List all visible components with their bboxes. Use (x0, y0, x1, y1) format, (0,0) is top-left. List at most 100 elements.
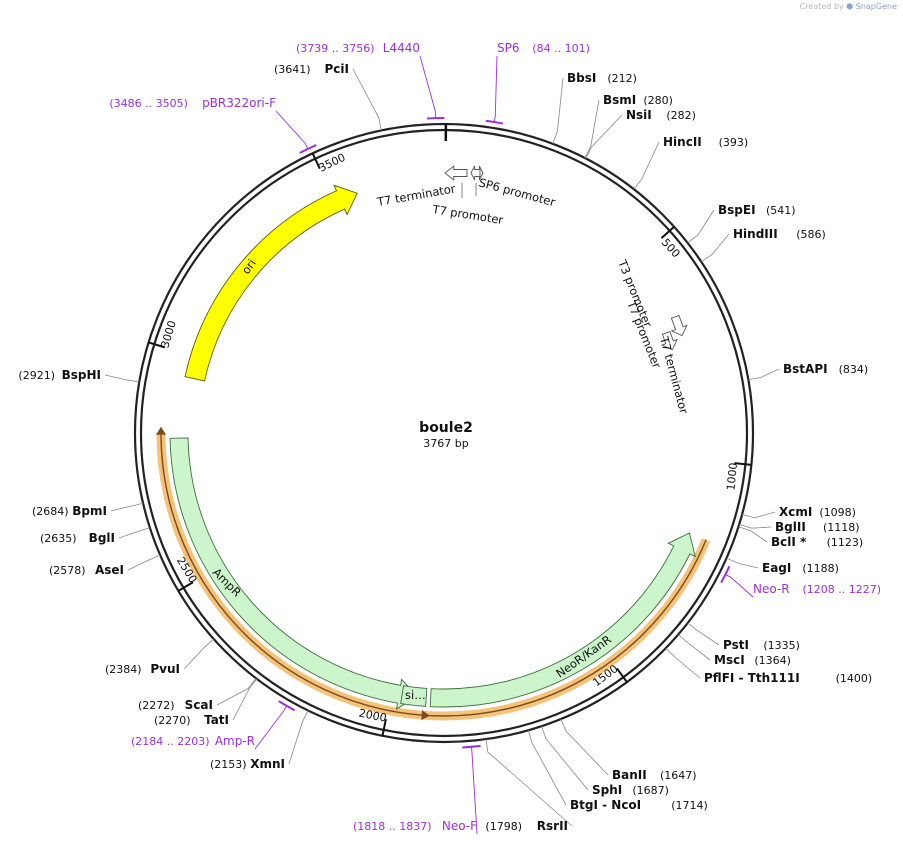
enzyme-xmni-name[interactable]: XmnI (250, 757, 285, 771)
enzyme-pflfi-tth111i-position: (1400) (836, 672, 873, 685)
primer-neo-f-name[interactable]: Neo-F (442, 819, 477, 833)
enzyme-psti-position: (1335) (763, 639, 800, 652)
enzyme-rsrii-position: (1798) (485, 820, 522, 833)
backbone-outer-ring (133, 122, 755, 744)
enzyme-bstapi-name[interactable]: BstAPI (783, 362, 828, 376)
tick-label-500: 500 (659, 236, 683, 260)
ampr-orf-arrow-icon (156, 426, 167, 435)
enzyme-btgi-ncoi-leader (528, 730, 567, 806)
t7-terminator-right-icon (660, 330, 678, 351)
enzyme-bsphi-leader (104, 374, 140, 383)
enzyme-hincii-leader (633, 141, 660, 190)
enzyme-bpmi-leader (110, 502, 144, 512)
enzyme-sphi-name[interactable]: SphI (592, 783, 622, 797)
credit-brand: SnapGene (855, 2, 897, 11)
enzyme-btgi-ncoi-position: (1714) (671, 799, 708, 812)
enzyme-btgi-ncoi-name[interactable]: BtgI - NcoI (570, 798, 641, 812)
promoter-right-t7-terminator-label: T7 terminator (657, 334, 691, 415)
primer-amp-r-position: (2184 .. 2203) (131, 735, 210, 748)
enzyme-scai-name[interactable]: ScaI (185, 698, 213, 712)
feature-neor-kanr-arrow[interactable] (429, 532, 696, 708)
enzyme-bgli-leader (118, 527, 150, 539)
enzyme-msci-position: (1364) (754, 654, 791, 667)
enzyme-xmni-leader (288, 710, 309, 765)
primer-l4440-leader (419, 55, 437, 119)
enzyme-rsrii-name[interactable]: RsrII (537, 819, 568, 833)
primer-neo-f-leader (471, 746, 478, 835)
feature-si-arrow[interactable] (400, 685, 428, 707)
t3-promoter-right-icon (670, 314, 688, 337)
enzyme-bspei-position: (541) (766, 204, 796, 217)
tick-2000 (381, 718, 387, 737)
enzyme-bgli-name[interactable]: BglI (89, 531, 115, 545)
primer-pbr322ori-f-leader (275, 110, 309, 150)
enzyme-xcmi-leader (741, 511, 776, 519)
enzyme-banii-name[interactable]: BanII (612, 768, 647, 782)
enzyme-psti-name[interactable]: PstI (723, 638, 749, 652)
enzyme-pcii-name[interactable]: PciI (325, 62, 350, 76)
enzyme-psti-leader (687, 622, 720, 646)
enzyme-bsphi-position: (2921) (18, 369, 55, 382)
primer-neo-f-bar[interactable] (462, 744, 481, 749)
tick-label-3500: 3500 (317, 151, 348, 175)
feature-ori-arrow[interactable] (184, 184, 358, 382)
enzyme-bcli-name[interactable]: BclI * (771, 535, 807, 549)
primer-sp6-name[interactable]: SP6 (497, 41, 520, 55)
snapgene-credit: Created by ⬢ SnapGene (800, 2, 897, 11)
feature-si-label: si… (405, 688, 426, 702)
primer-pbr322ori-f-position: (3486 .. 3505) (109, 97, 188, 110)
neor-orf-line (422, 539, 707, 717)
enzyme-hincii-name[interactable]: HincII (663, 135, 702, 149)
backbone-inner-ring (139, 128, 749, 738)
enzyme-pvui-leader (183, 638, 214, 670)
enzyme-layer: PciI(3641)BbsI(212)BsmI(280)NsiI(282)Hin… (18, 62, 872, 833)
enzyme-rsrii-leader (485, 739, 573, 827)
ampr-orf-band (156, 433, 424, 720)
enzyme-bsmi-leader (584, 99, 600, 159)
enzyme-scai-position: (2272) (138, 699, 175, 712)
primer-sp6-position: (84 .. 101) (532, 42, 590, 55)
enzyme-sphi-leader (541, 726, 589, 791)
enzyme-msci-name[interactable]: MscI (714, 653, 745, 667)
enzyme-bbsi-name[interactable]: BbsI (567, 71, 596, 85)
enzyme-bstapi-position: (834) (839, 363, 869, 376)
primer-neo-r-name[interactable]: Neo-R (753, 582, 790, 596)
enzyme-bbsi-position: (212) (607, 72, 637, 85)
enzyme-bgli-position: (2635) (40, 532, 77, 545)
enzyme-msci-leader (677, 634, 711, 661)
enzyme-bsmi-position: (280) (643, 94, 673, 107)
primer-amp-r-name[interactable]: Amp-R (215, 734, 255, 748)
enzyme-pflfi-tth111i-name[interactable]: PflFI - Tth111I (704, 671, 800, 685)
enzyme-eagi-name[interactable]: EagI (762, 561, 791, 575)
primer-l4440-name[interactable]: L4440 (383, 41, 420, 55)
ampr-orf-line (160, 433, 423, 716)
tick-label-1000: 1000 (724, 462, 740, 491)
enzyme-pvui-position: (2384) (105, 663, 142, 676)
enzyme-bsmi-name[interactable]: BsmI (603, 93, 636, 107)
enzyme-xcmi-name[interactable]: XcmI (779, 505, 812, 519)
enzyme-bsphi-name[interactable]: BspHI (62, 368, 101, 382)
t7-terminator-top-icon (444, 165, 468, 181)
promoter-top-t7-promoter-label: T7 promoter (431, 202, 505, 227)
enzyme-tati-name[interactable]: TatI (204, 713, 229, 727)
enzyme-bglii-name[interactable]: BglII (775, 520, 806, 534)
plasmid-length: 3767 bp (423, 437, 468, 450)
primer-neo-r-leader (725, 574, 754, 598)
tick-1500 (616, 667, 628, 683)
primer-pbr322ori-f-name[interactable]: pBR322ori-F (202, 96, 276, 110)
enzyme-banii-leader (560, 718, 609, 776)
primer-amp-r-leader (254, 705, 288, 750)
enzyme-asei-name[interactable]: AseI (95, 563, 124, 577)
enzyme-hindiii-name[interactable]: HindIII (733, 227, 778, 241)
enzyme-pvui-name[interactable]: PvuI (150, 662, 180, 676)
enzyme-bpmi-name[interactable]: BpmI (72, 504, 107, 518)
t7-promoter-top-icon (470, 165, 481, 181)
neor-orf-arrow-icon (421, 710, 430, 721)
enzyme-eagi-position: (1188) (802, 562, 839, 575)
enzyme-bglii-position: (1118) (823, 521, 860, 534)
enzyme-nsii-name[interactable]: NsiI (626, 108, 652, 122)
enzyme-bspei-name[interactable]: BspEI (718, 203, 756, 217)
enzyme-eagi-leader (726, 557, 759, 569)
enzyme-scai-leader (216, 677, 257, 706)
